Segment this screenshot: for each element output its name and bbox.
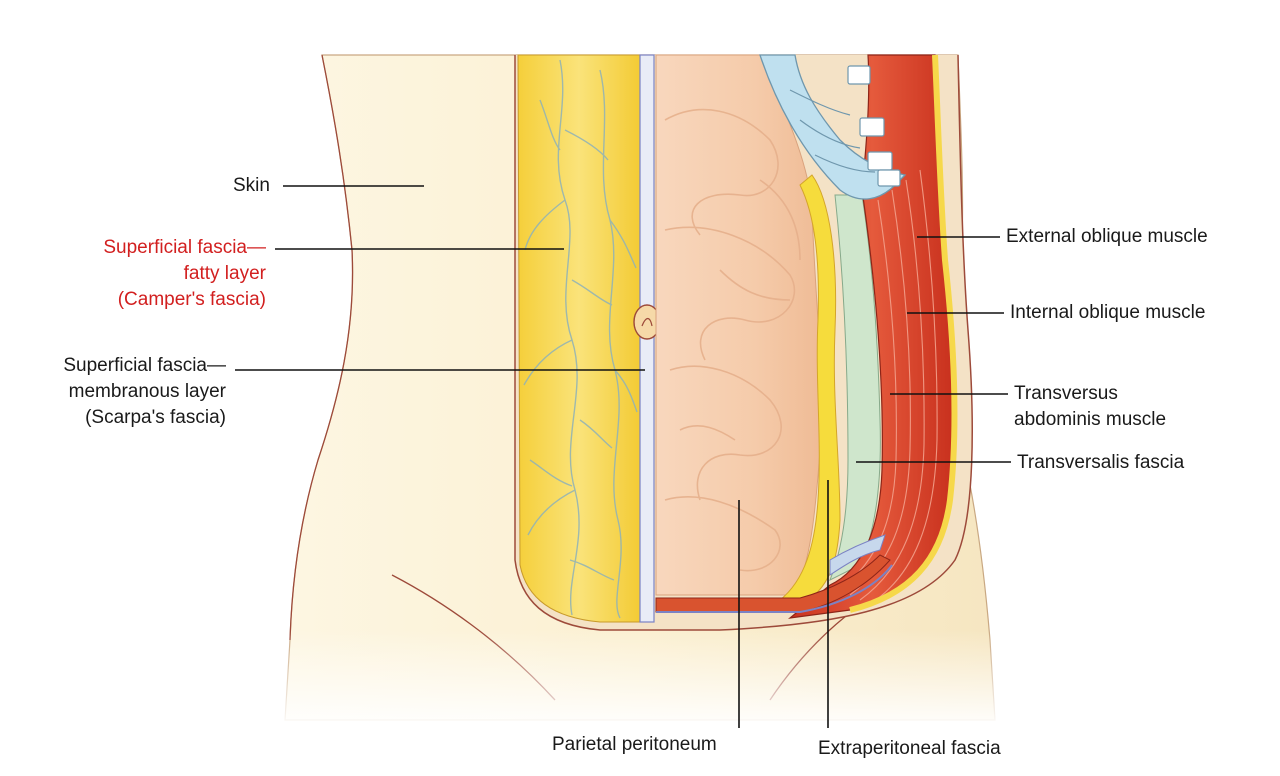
camper-fascia-fat-layer bbox=[517, 54, 641, 623]
label-line: (Scarpa's fascia) bbox=[85, 407, 226, 428]
inguinal-aponeurosis bbox=[655, 534, 893, 613]
label-transversus-abdominis: Transversus abdominis muscle bbox=[1014, 381, 1166, 433]
label-line: Transversus bbox=[1014, 383, 1118, 404]
label-skin: Skin bbox=[233, 175, 270, 196]
label-line: Superficial fascia— bbox=[103, 237, 266, 258]
label-line: (Camper's fascia) bbox=[117, 289, 266, 310]
label-external-oblique: External oblique muscle bbox=[1006, 226, 1208, 247]
label-extraperitoneal-fascia: Extraperitoneal fascia bbox=[818, 738, 1001, 759]
label-line: fatty layer bbox=[183, 263, 266, 284]
leader-lines bbox=[235, 185, 1011, 728]
label-parietal-peritoneum: Parietal peritoneum bbox=[552, 734, 717, 755]
label-internal-oblique: Internal oblique muscle bbox=[1010, 302, 1206, 323]
label-line: abdominis muscle bbox=[1014, 409, 1167, 430]
costal-cartilages bbox=[759, 54, 907, 200]
label-line: membranous layer bbox=[68, 381, 226, 402]
label-superficial-fascia-fatty: Superficial fascia— fatty layer (Camper'… bbox=[60, 235, 266, 313]
label-line: Superficial fascia— bbox=[63, 355, 226, 376]
label-transversalis-fascia: Transversalis fascia bbox=[1017, 452, 1185, 473]
intestines bbox=[655, 54, 822, 596]
muscle-layers bbox=[788, 54, 958, 619]
label-superficial-fascia-membranous: Superficial fascia— membranous layer (Sc… bbox=[20, 353, 226, 431]
